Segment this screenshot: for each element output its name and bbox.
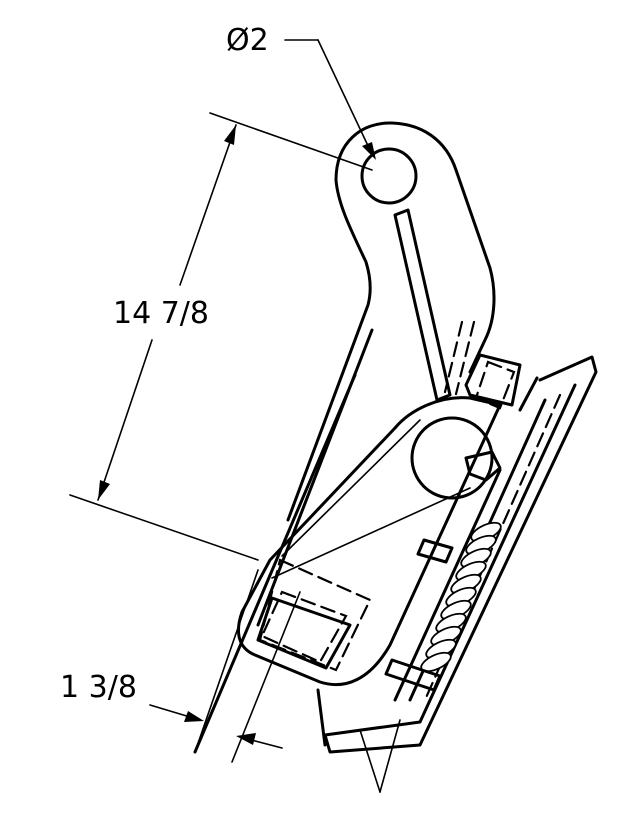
height-label: 14 7/8	[113, 296, 209, 331]
lever-arm-inner-edge	[286, 178, 372, 522]
offset-arrow-left	[184, 711, 204, 722]
pivot-hole	[360, 147, 418, 205]
side-plate	[316, 355, 598, 754]
bracket-bore	[410, 416, 494, 500]
guide-block	[443, 320, 522, 410]
guide-block-hidden	[474, 360, 516, 410]
bottom-leg-right	[379, 719, 401, 793]
height-dimension: 14 7/8	[69, 112, 373, 561]
bottom-tab-left	[316, 688, 327, 747]
offset-arrow-right	[236, 733, 256, 745]
bracket-diagonal-2	[281, 419, 421, 557]
spring-coils	[420, 521, 502, 673]
bracket-diagonal-1	[271, 487, 471, 579]
spring-nut-bottom	[384, 658, 442, 692]
offset-dimension: 1 3/8	[60, 569, 301, 763]
guide-hidden-line-1	[443, 320, 464, 394]
spring-nut-top	[416, 538, 454, 564]
height-arrow-top	[224, 125, 236, 145]
pocket-outer-dashed	[258, 558, 372, 672]
offset-extension-right	[231, 591, 301, 763]
side-plate-tab	[518, 376, 539, 412]
diameter-leader-line	[317, 39, 371, 151]
spring-assembly	[359, 450, 502, 793]
diameter-callout: Ø2	[226, 23, 376, 160]
lever-arm-outline	[334, 121, 496, 374]
pocket-inner-dashed	[260, 590, 348, 664]
height-extension-bottom	[69, 494, 259, 561]
bracket-outline	[237, 396, 502, 687]
bottom-leg-left	[359, 729, 381, 793]
guide-hidden-line-2	[454, 320, 476, 396]
offset-label: 1 3/8	[60, 670, 137, 705]
lever-slot	[393, 208, 452, 402]
pocket-inner	[256, 596, 352, 670]
height-dimension-line-upper	[179, 124, 237, 286]
height-dimension-line-lower	[97, 339, 153, 501]
long-member-line	[193, 373, 357, 754]
spring-rod	[393, 468, 502, 702]
height-extension-top	[209, 112, 373, 171]
side-plate-outline	[323, 355, 598, 754]
height-arrow-bottom	[98, 480, 110, 500]
long-member	[193, 373, 357, 754]
lever-arm	[286, 121, 496, 522]
guide-block-outline	[464, 353, 522, 407]
spring-clip	[464, 450, 502, 482]
hidden-pocket	[256, 558, 372, 672]
diameter-label: Ø2	[226, 23, 269, 58]
